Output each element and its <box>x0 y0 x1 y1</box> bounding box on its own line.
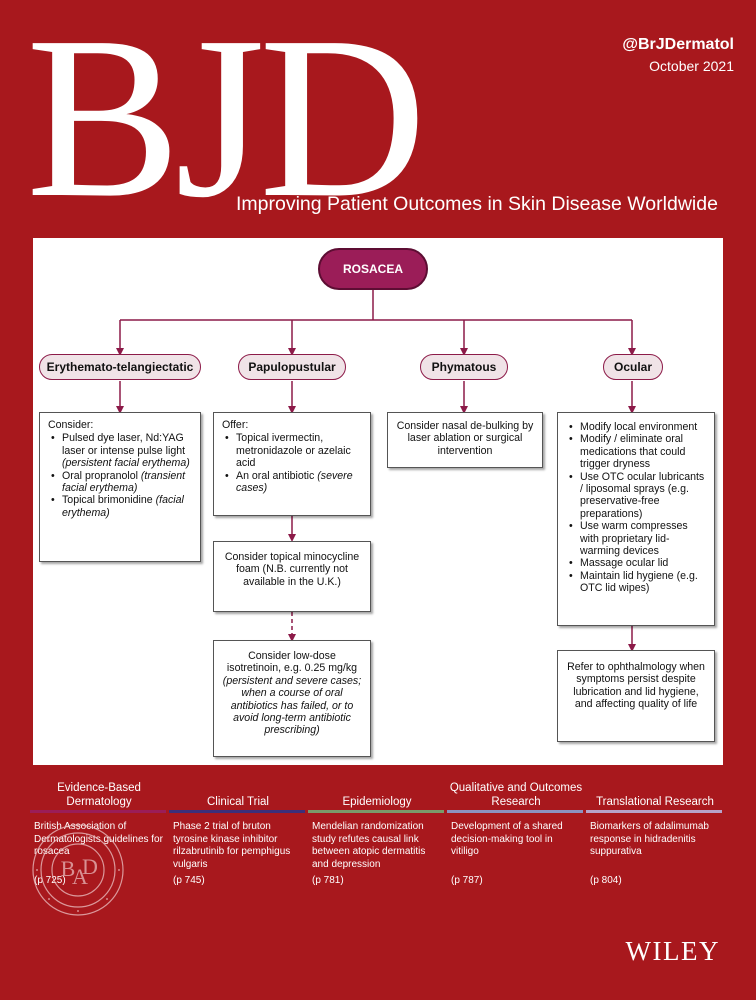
category-bar <box>169 810 305 813</box>
branch-phymatous: Phymatous <box>420 354 508 380</box>
isotretinoin-box: Consider low-dose isotretinoin, e.g. 0.2… <box>213 640 371 757</box>
phymatous-box: Consider nasal de-bulking by laser ablat… <box>387 412 543 468</box>
svg-text:A: A <box>72 864 88 889</box>
branch-papulopustular: Papulopustular <box>238 354 346 380</box>
list-item: Pulsed dye laser, Nd:YAG laser or intens… <box>48 432 192 469</box>
category-page: (p 725) <box>34 875 66 886</box>
category-page: (p 745) <box>173 875 205 886</box>
ocular-treatment-box: Modify local environment Modify / elimin… <box>557 412 715 626</box>
minocycline-box: Consider topical minocycline foam (N.B. … <box>213 541 371 612</box>
issue-date: October 2021 <box>649 58 734 74</box>
category-clinical-trial[interactable]: Clinical Trial Phase 2 trial of bruton t… <box>169 775 307 886</box>
tagline: Improving Patient Outcomes in Skin Disea… <box>236 193 718 215</box>
category-title: Clinical Trial <box>207 796 269 808</box>
papulopustular-treatment-box: Offer: Topical ivermectin, metronidazole… <box>213 412 371 516</box>
category-bar <box>30 810 166 813</box>
publisher-logo: WILEY <box>625 936 720 966</box>
category-description: Biomarkers of adalimumab response in hid… <box>590 821 709 857</box>
category-bar <box>447 810 583 813</box>
isotretinoin-note: (persistent and severe cases; when a cou… <box>222 674 362 737</box>
category-qualitative-outcomes[interactable]: Qualitative and Outcomes Research Develo… <box>447 775 585 886</box>
ophthalmology-referral-box: Refer to ophthalmology when symptoms per… <box>557 650 715 742</box>
erythemato-treatment-box: Consider: Pulsed dye laser, Nd:YAG laser… <box>39 412 201 562</box>
list-item: Oral propranolol (transient facial eryth… <box>48 470 192 495</box>
category-description: Mendelian randomization study refutes ca… <box>312 821 426 870</box>
category-title: Evidence-Based Dermatology <box>57 782 141 808</box>
list-item: Topical brimonidine (facial erythema) <box>48 494 192 519</box>
category-epidemiology[interactable]: Epidemiology Mendelian randomization stu… <box>308 775 446 886</box>
list-item: Modify / eliminate oral medications that… <box>566 433 706 470</box>
list-item: Modify local environment <box>566 421 706 434</box>
category-page: (p 804) <box>590 875 622 886</box>
highlights-strip: Evidence-Based Dermatology British Assoc… <box>30 775 724 886</box>
list-item: Use warm compresses with proprietary lid… <box>566 520 706 557</box>
branch-erythemato-telangiectatic: Erythemato-telangiectatic <box>39 354 201 380</box>
category-page: (p 787) <box>451 875 483 886</box>
list-item: Use OTC ocular lubricants / liposomal sp… <box>566 471 706 521</box>
list-item: An oral antibiotic (severe cases) <box>222 470 362 495</box>
bad-seal-icon: B A D <box>32 824 124 916</box>
isotretinoin-main: Consider low-dose isotretinoin, e.g. 0.2… <box>226 650 358 675</box>
list-item: Massage ocular lid <box>566 557 706 570</box>
list-item: Topical ivermectin, metronidazole or aze… <box>222 432 362 469</box>
category-translational-research[interactable]: Translational Research Biomarkers of ada… <box>586 775 724 886</box>
twitter-handle[interactable]: @BrJDermatol <box>622 36 734 53</box>
branch-ocular: Ocular <box>603 354 663 380</box>
category-title: Qualitative and Outcomes Research <box>449 782 583 808</box>
root-node-rosacea: ROSACEA <box>318 248 428 290</box>
category-bar <box>586 810 722 813</box>
category-description: Phase 2 trial of bruton tyrosine kinase … <box>173 821 291 870</box>
svg-text:B: B <box>61 856 76 881</box>
journal-logo: BJD <box>26 0 427 246</box>
category-title: Translational Research <box>596 796 714 808</box>
category-bar <box>308 810 444 813</box>
category-description: Development of a shared decision-making … <box>451 821 563 857</box>
flowchart-panel: ROSACEA Erythemato-telangiectatic Papulo… <box>33 238 723 765</box>
flowchart-connectors <box>116 290 636 652</box>
papulopustular-intro: Offer: <box>222 419 249 431</box>
category-title: Epidemiology <box>342 796 412 808</box>
svg-text:D: D <box>82 854 98 879</box>
category-page: (p 781) <box>312 875 344 886</box>
list-item: Maintain lid hygiene (e.g. OTC lid wipes… <box>566 570 706 595</box>
erythemato-intro: Consider: <box>48 419 94 431</box>
